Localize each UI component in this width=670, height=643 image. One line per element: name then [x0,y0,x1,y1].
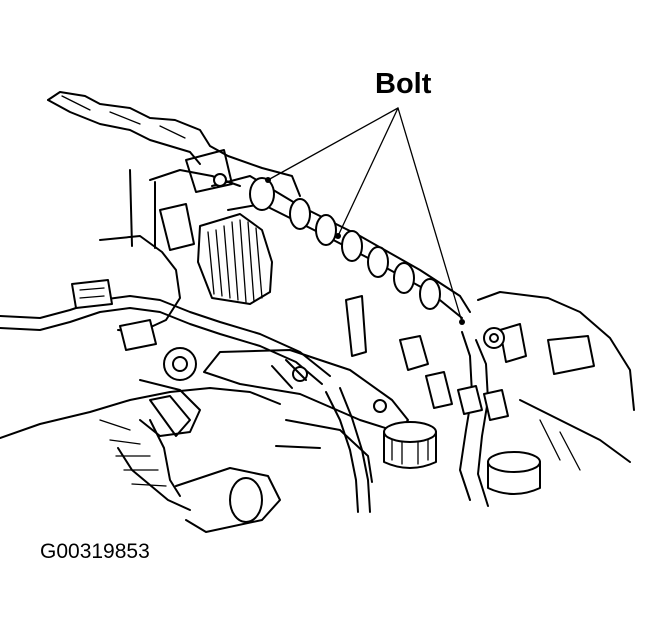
bolt-markers [265,177,465,325]
bolt-callout-label: Bolt [375,68,432,100]
radiator-core [197,213,273,305]
bolt-leader-lines [267,107,463,323]
fender-lower-left [0,387,281,511]
lower-hoses [175,419,373,533]
center-cables [325,295,453,513]
radiator-support [47,91,301,249]
wire-harness-left [0,279,331,437]
right-mount [457,291,635,507]
reservoir-cap [383,421,437,469]
intake-hose [211,175,471,319]
fluid-cap-right [487,451,541,495]
figure-id: G00319853 [40,540,150,563]
bracket-left [99,149,233,333]
